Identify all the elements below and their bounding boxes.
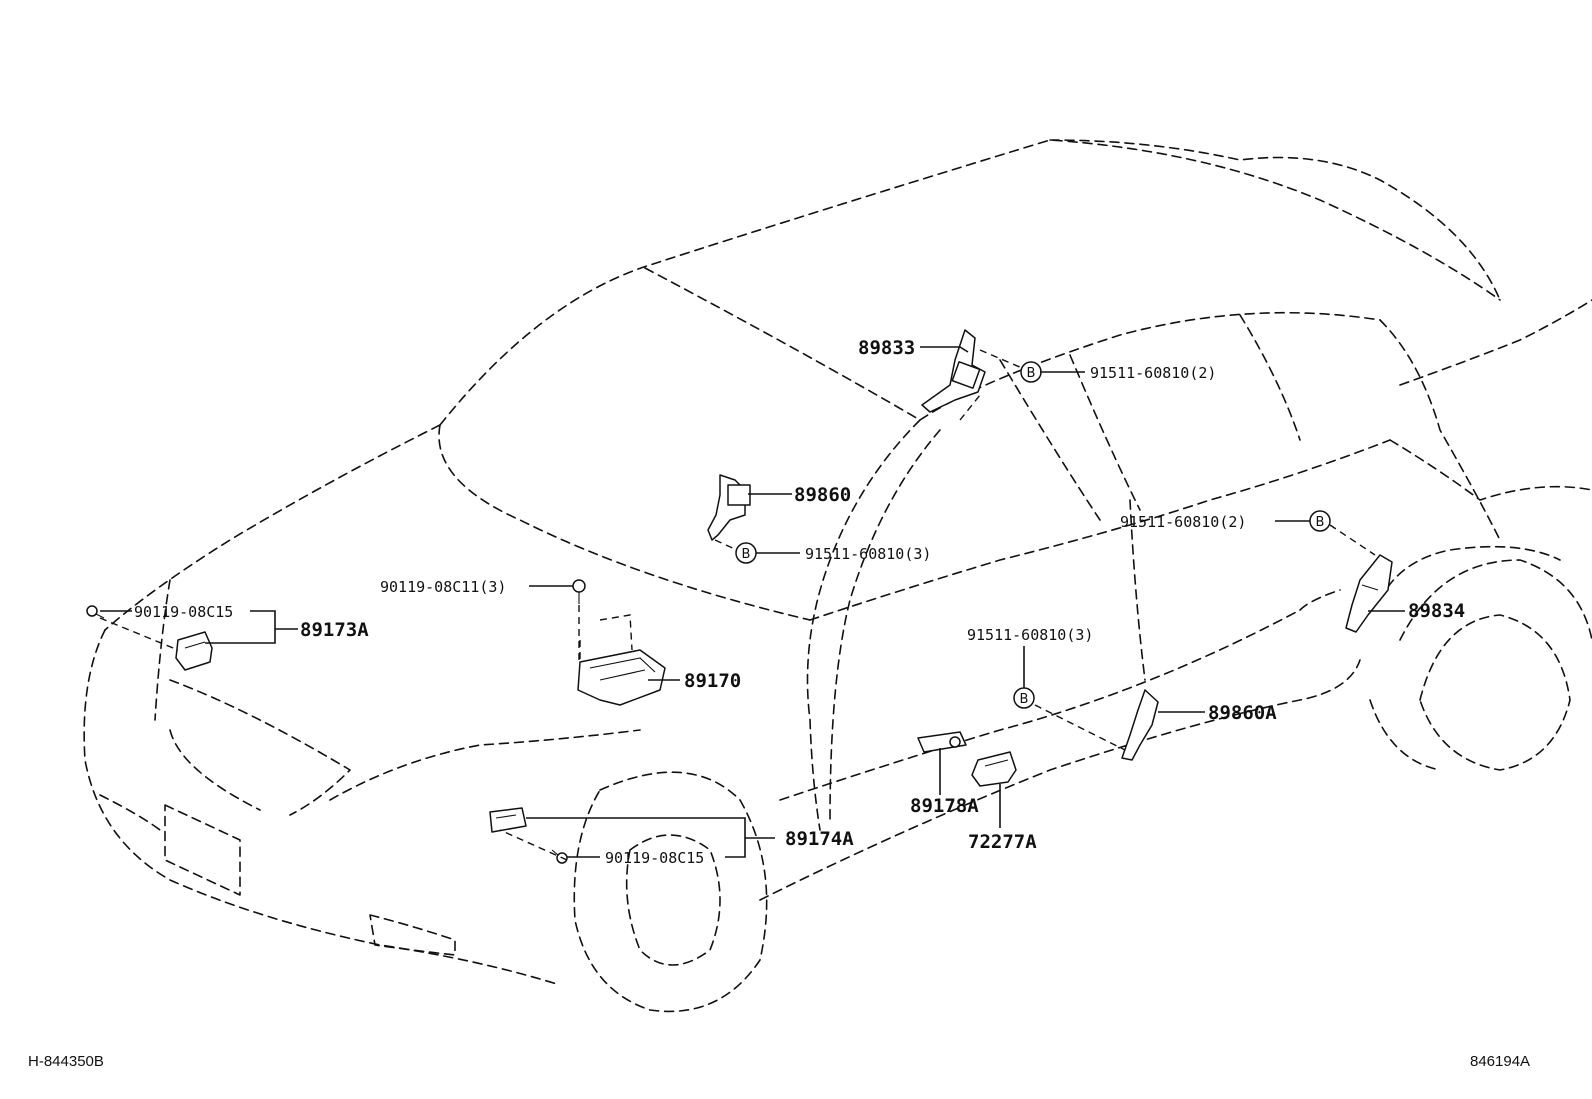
sensor-89174a-icon (489, 807, 527, 833)
bolt-marker-top: B (1020, 361, 1042, 383)
sensor-89834-icon (1345, 554, 1393, 633)
sensor-89173a-icon (175, 631, 213, 671)
bracket-72277a-icon (971, 751, 1017, 787)
airbag-module-89170-icon (577, 614, 666, 706)
bolt-marker-letter: B (742, 547, 751, 562)
label-89178a: 89178A (910, 795, 979, 817)
label-screw-bottom: 90119-08C15 (605, 849, 704, 867)
sensor-89860-icon (707, 474, 751, 541)
label-89174a: 89174A (785, 828, 854, 850)
label-72277a: 72277A (968, 831, 1037, 853)
label-89860a: 89860A (1208, 702, 1277, 724)
footer-left-code: H-844350B (28, 1053, 104, 1070)
label-89170: 89170 (684, 670, 741, 692)
screw-center-icon (572, 579, 586, 604)
bolt-marker-right: B (1309, 510, 1331, 532)
leader-lines (100, 346, 1405, 858)
label-89834: 89834 (1408, 600, 1465, 622)
screw-bottom-icon (551, 849, 568, 864)
label-screw-center: 90119-08C11(3) (380, 578, 506, 596)
sensor-89860a-icon (1121, 689, 1159, 761)
sensor-89833-icon (921, 329, 986, 413)
bolt-marker-mid: B (735, 542, 757, 564)
label-bolt-top: 91511-60810(2) (1090, 364, 1216, 382)
label-89833: 89833 (858, 337, 915, 359)
screw-left-icon (86, 605, 105, 619)
bolt-marker-letter: B (1020, 692, 1029, 707)
car-outline (83, 139, 1592, 1013)
label-89173a: 89173A (300, 619, 369, 641)
bolt-marker-lower: B (1013, 687, 1035, 709)
bolt-marker-letter: B (1316, 515, 1325, 530)
label-screw-left: 90119-08C15 (134, 603, 233, 621)
mounting-lines (99, 349, 1376, 861)
label-bolt-right: 91511-60810(2) (1120, 513, 1246, 531)
footer-right-code: 846194A (1470, 1053, 1530, 1070)
label-bolt-lower: 91511-60810(3) (967, 626, 1093, 644)
label-bolt-mid: 91511-60810(3) (805, 545, 931, 563)
label-89860: 89860 (794, 484, 851, 506)
bolt-marker-letter: B (1027, 366, 1036, 381)
sensor-89178a-icon (917, 731, 967, 753)
